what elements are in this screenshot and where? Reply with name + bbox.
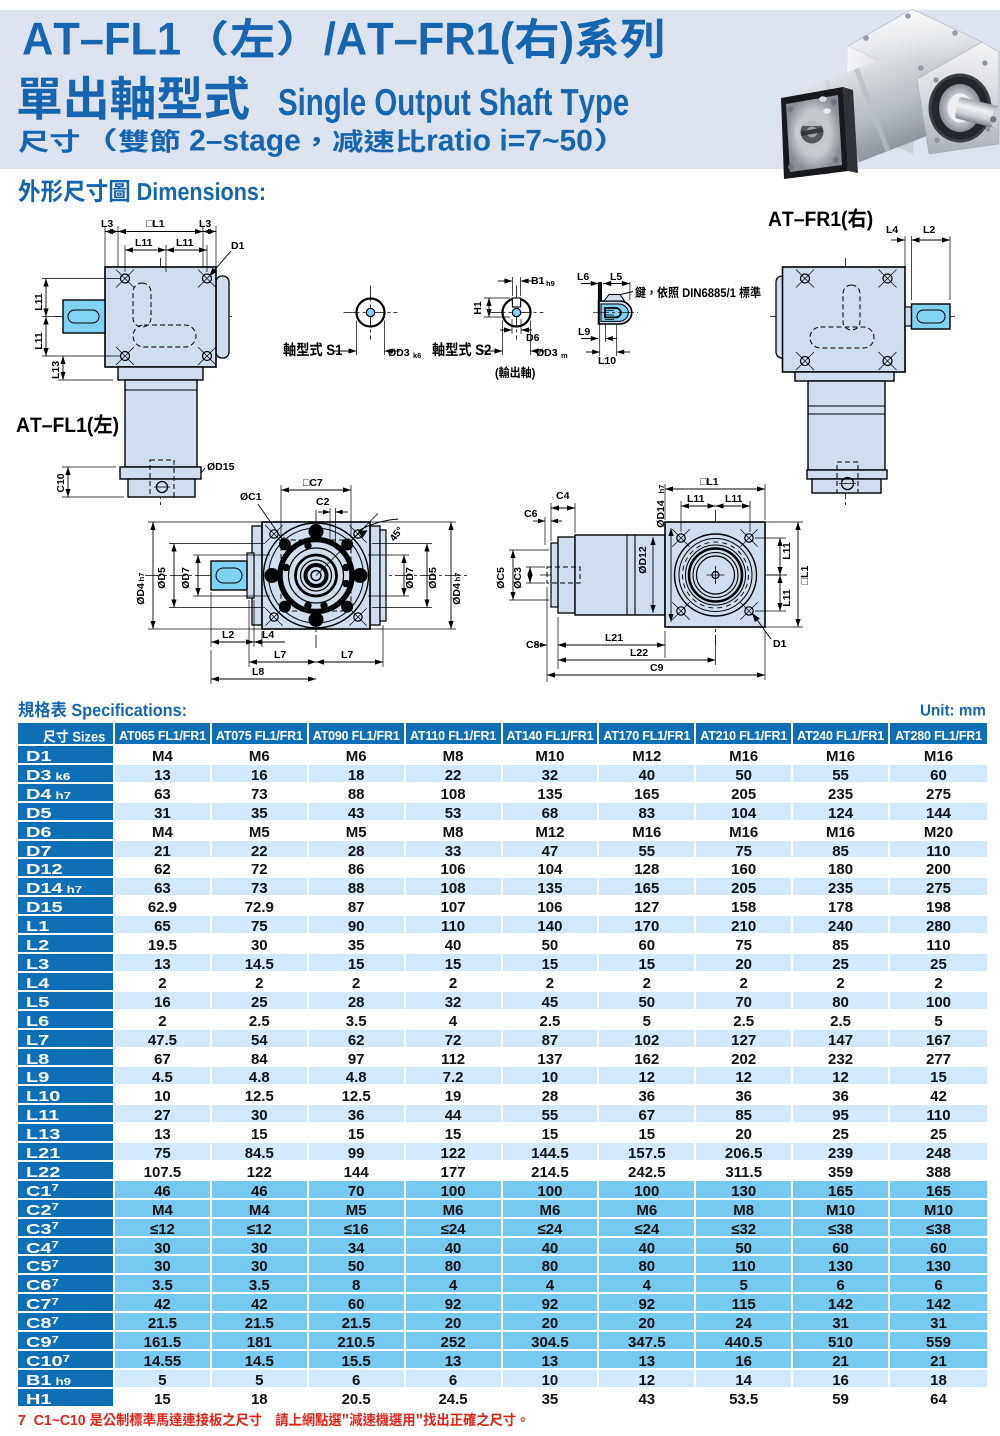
svg-text:L7: L7: [274, 649, 286, 661]
svg-text:m: m: [561, 351, 568, 360]
svg-text:L4: L4: [886, 224, 898, 236]
svg-text:L11: L11: [725, 493, 743, 505]
svg-text:L9: L9: [578, 326, 590, 338]
svg-text:ØD3: ØD3: [536, 347, 558, 359]
svg-text:D6: D6: [526, 332, 540, 344]
svg-text:ØD4: ØD4: [135, 583, 147, 605]
svg-text:L11: L11: [33, 332, 45, 350]
svg-text:L11: L11: [781, 542, 793, 560]
svg-text:C4: C4: [556, 490, 570, 502]
svg-text:h9: h9: [546, 279, 555, 288]
svg-text:H1: H1: [472, 301, 484, 315]
svg-text:ØD14: ØD14: [655, 500, 667, 528]
svg-text:L11: L11: [781, 589, 793, 607]
svg-text:k6: k6: [413, 351, 421, 360]
svg-text:L2: L2: [222, 629, 234, 641]
svg-text:L22: L22: [630, 647, 648, 659]
svg-text:L11: L11: [33, 293, 45, 311]
svg-text:L7: L7: [341, 649, 353, 661]
svg-text:□L1: □L1: [799, 566, 811, 585]
svg-text:ØD15: ØD15: [207, 461, 235, 473]
svg-text:□L1: □L1: [146, 218, 165, 230]
svg-text:L11: L11: [135, 237, 153, 249]
svg-text:L2: L2: [923, 224, 935, 236]
svg-text:45°: 45°: [388, 525, 406, 544]
svg-text:L5: L5: [610, 271, 622, 283]
svg-text:L3: L3: [101, 218, 113, 230]
svg-text:L11: L11: [687, 493, 705, 505]
svg-text:h7: h7: [453, 573, 462, 582]
svg-text:L4: L4: [262, 629, 274, 641]
svg-text:ØD12: ØD12: [637, 546, 649, 574]
svg-text:L11: L11: [176, 237, 194, 249]
svg-text:ØC5: ØC5: [495, 567, 507, 589]
svg-text:ØC3: ØC3: [512, 567, 524, 589]
svg-text:ØD5: ØD5: [156, 567, 168, 589]
svg-text:C6: C6: [524, 508, 538, 520]
svg-text:ØD7: ØD7: [404, 567, 416, 589]
svg-text:ØD4: ØD4: [451, 583, 463, 605]
svg-text:L8: L8: [252, 666, 264, 678]
svg-text:B1: B1: [531, 275, 545, 287]
svg-text:□C7: □C7: [303, 477, 323, 489]
svg-text:C10: C10: [55, 473, 67, 492]
svg-text:C2: C2: [316, 496, 330, 508]
svg-text:h7: h7: [137, 573, 146, 582]
svg-text:D1: D1: [231, 240, 245, 252]
svg-text:L21: L21: [605, 632, 623, 644]
svg-text:D1: D1: [773, 638, 787, 650]
svg-text:□L1: □L1: [700, 476, 719, 488]
svg-text:L3: L3: [199, 218, 211, 230]
svg-text:L13: L13: [50, 361, 62, 379]
svg-text:L10: L10: [598, 355, 616, 367]
svg-text:ØD7: ØD7: [180, 567, 192, 589]
svg-text:ØD5: ØD5: [427, 567, 439, 589]
svg-text:L6: L6: [577, 271, 589, 283]
svg-text:C8: C8: [526, 639, 540, 651]
svg-text:ØC1: ØC1: [240, 491, 262, 503]
svg-text:C9: C9: [650, 662, 664, 674]
svg-text:ØD3: ØD3: [388, 347, 410, 359]
svg-text:h7: h7: [657, 485, 666, 494]
